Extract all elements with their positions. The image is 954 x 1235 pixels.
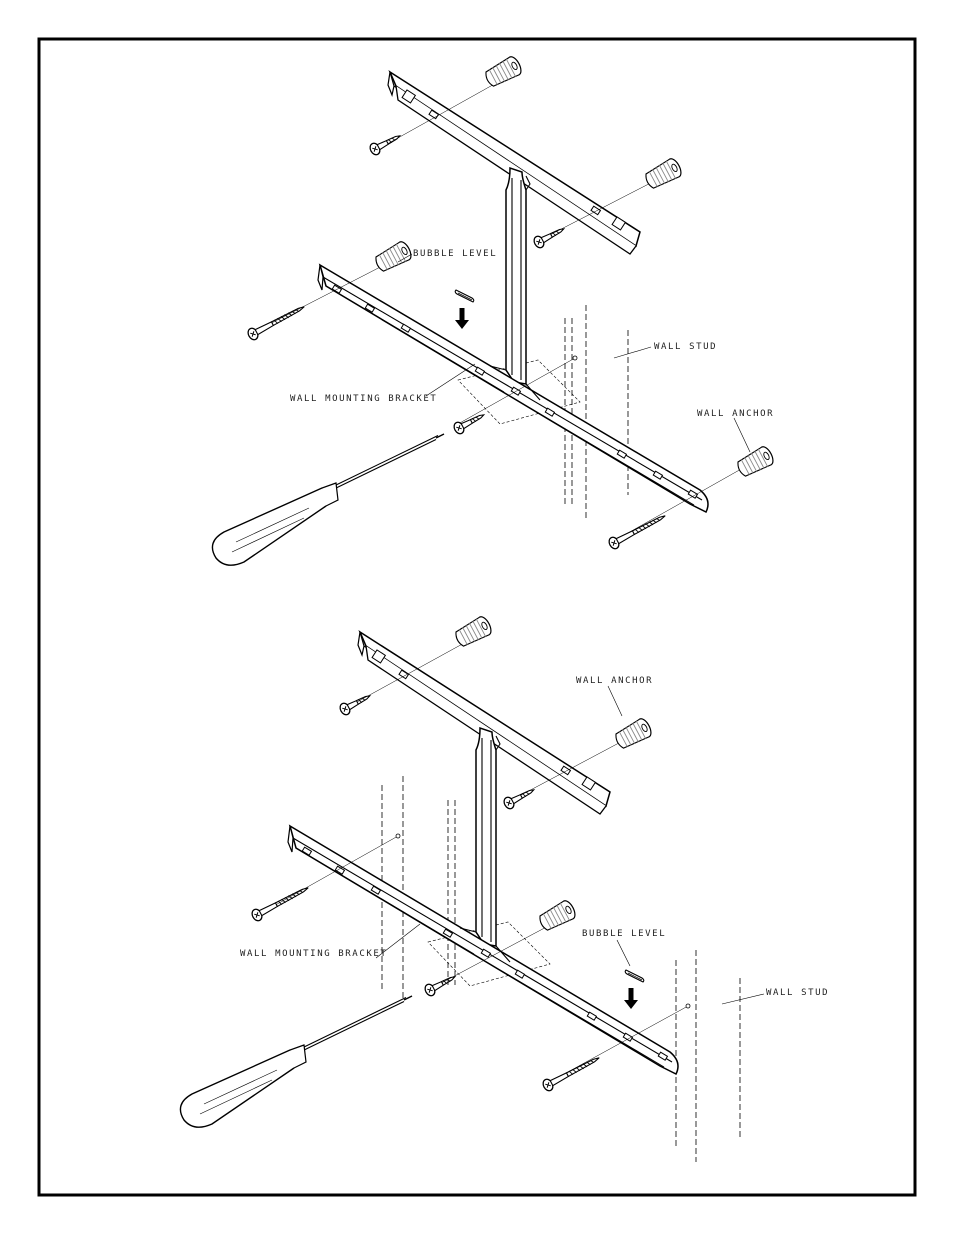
down-arrow-icon xyxy=(624,988,638,1009)
bubble-level xyxy=(624,969,645,983)
bubble-level xyxy=(454,289,475,303)
figure-bottom: WALL ANCHOR BUBBLE LEVEL WALL MOUNTING B… xyxy=(179,614,829,1162)
wall-anchor xyxy=(536,898,579,934)
figure-top: BUBBLE LEVEL WALL STUD WALL MOUNTING BRA… xyxy=(211,54,777,566)
bracket-stem xyxy=(505,166,531,385)
page-frame xyxy=(37,37,917,1197)
label-bubble-level: BUBBLE LEVEL xyxy=(582,929,666,939)
label-wall-mounting-bracket: WALL MOUNTING BRACKET xyxy=(240,949,387,959)
screw xyxy=(337,689,374,718)
label-wall-stud: WALL STUD xyxy=(766,988,829,998)
screwdriver xyxy=(211,433,445,566)
wall-anchor xyxy=(612,716,655,752)
down-arrow-icon xyxy=(455,308,469,329)
screw xyxy=(249,881,312,924)
screw xyxy=(531,222,568,251)
wall-stud-lines-right xyxy=(675,950,741,1162)
screwdriver xyxy=(179,995,413,1128)
screw xyxy=(451,408,488,437)
bracket-stem-2 xyxy=(475,726,501,947)
lower-bracket xyxy=(317,263,709,514)
wall-anchor xyxy=(642,156,685,192)
screw xyxy=(501,783,538,812)
label-wall-anchor: WALL ANCHOR xyxy=(576,676,653,686)
label-wall-mounting-bracket: WALL MOUNTING BRACKET xyxy=(290,394,437,404)
wall-anchor xyxy=(734,444,777,480)
lower-bracket-2 xyxy=(287,824,679,1076)
wall-anchor xyxy=(452,614,495,650)
screw xyxy=(367,129,404,158)
screw xyxy=(245,300,308,343)
wall-stud-lines xyxy=(564,305,629,518)
screw xyxy=(606,509,669,552)
label-wall-stud: WALL STUD xyxy=(654,342,717,352)
screw xyxy=(422,970,459,999)
label-bubble-level: BUBBLE LEVEL xyxy=(413,249,497,259)
wall-anchor xyxy=(482,54,525,90)
label-wall-anchor: WALL ANCHOR xyxy=(697,409,774,419)
